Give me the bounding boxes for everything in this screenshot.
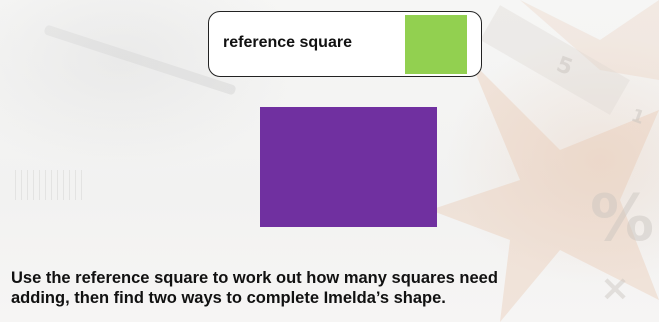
background-percent-symbol: % (590, 182, 654, 256)
background-star-shape-2 (520, 0, 659, 80)
instruction-line-1: Use the reference square to work out how… (11, 269, 498, 287)
background-star-shape (430, 60, 659, 322)
instruction-line-2: adding, then find two ways to complete I… (11, 289, 446, 307)
imelda-shape (260, 107, 437, 227)
instruction-text: Use the reference square to work out how… (11, 268, 651, 308)
background-ruler-band (480, 5, 630, 115)
reference-card: reference square (208, 11, 482, 77)
background-ruler-graphic (15, 170, 85, 200)
reference-label: reference square (223, 34, 352, 51)
background-multiply-symbol: × (600, 268, 630, 309)
reference-square (405, 15, 467, 74)
